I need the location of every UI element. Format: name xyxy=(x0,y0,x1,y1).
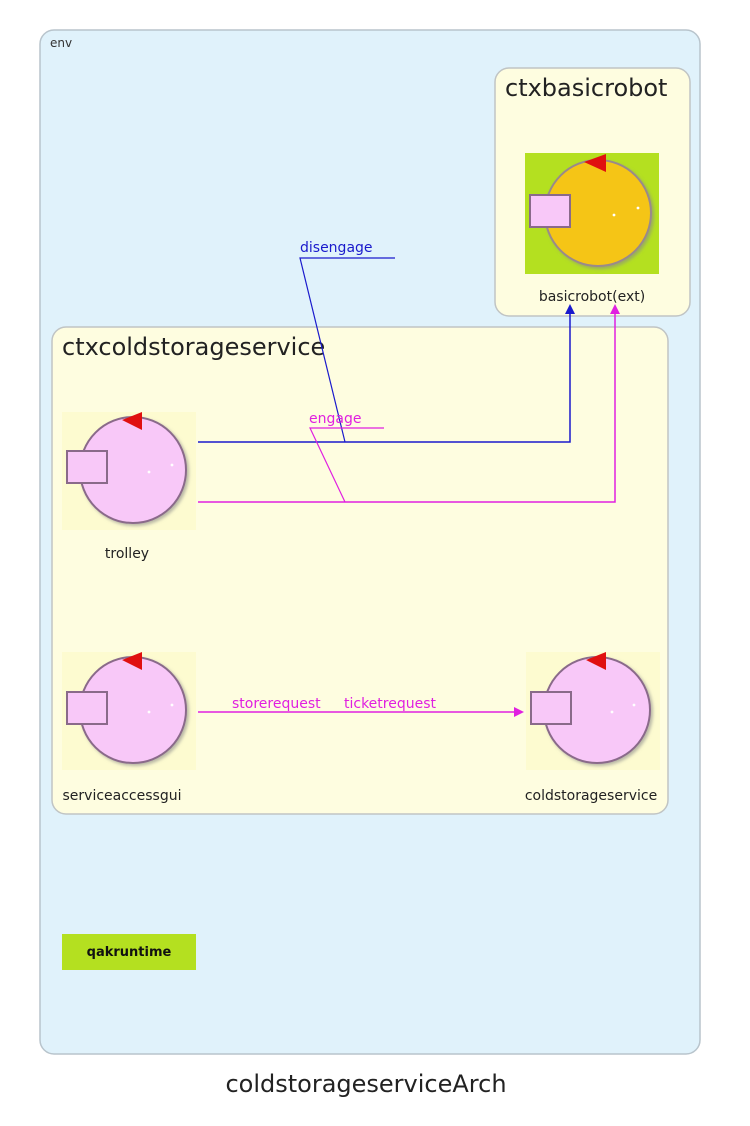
env-label: env xyxy=(50,36,72,50)
runtime-label: qakruntime xyxy=(87,945,172,960)
mailbox-icon xyxy=(66,450,108,484)
mailbox-icon xyxy=(529,194,571,228)
message-label-disengage: disengage xyxy=(300,240,373,256)
actor-label-trolley: trolley xyxy=(105,546,149,562)
flag-icon xyxy=(122,652,142,670)
actor-label-basicrobot: basicrobot(ext) xyxy=(539,289,645,305)
actor-serviceaccessgui[interactable]: serviceaccessgui xyxy=(62,652,196,804)
message-disengage[interactable]: disengage xyxy=(198,240,575,443)
message-engage[interactable]: engage xyxy=(198,304,620,503)
actor-label-serviceaccessgui: serviceaccessgui xyxy=(63,788,182,804)
diagram-caption: coldstorageserviceArch xyxy=(225,1070,506,1098)
mailbox-icon xyxy=(530,691,572,725)
mailbox-icon xyxy=(66,691,108,725)
context-title-ctxbasicrobot: ctxbasicrobot xyxy=(505,74,667,102)
actor-coldstorageservice[interactable]: coldstorageservice xyxy=(525,652,660,804)
runtime-qakruntime: qakruntime xyxy=(62,934,196,970)
flag-icon xyxy=(122,412,142,430)
message-label-ticketrequest: ticketrequest xyxy=(344,696,437,712)
message-label-engage: engage xyxy=(309,411,361,427)
message-storerequest-ticketrequest[interactable]: storerequest ticketrequest xyxy=(198,696,524,717)
context-title-ctxcoldstorageservice: ctxcoldstorageservice xyxy=(62,333,325,361)
actor-basicrobot[interactable]: basicrobot(ext) xyxy=(525,153,659,305)
message-label-storerequest: storerequest xyxy=(232,696,321,712)
flag-icon xyxy=(584,154,606,172)
actor-label-coldstorageservice: coldstorageservice xyxy=(525,788,657,804)
flag-icon xyxy=(586,652,606,670)
actor-trolley[interactable]: trolley xyxy=(62,412,196,562)
context-ctxcoldstorageservice: ctxcoldstorageservice xyxy=(51,326,669,815)
